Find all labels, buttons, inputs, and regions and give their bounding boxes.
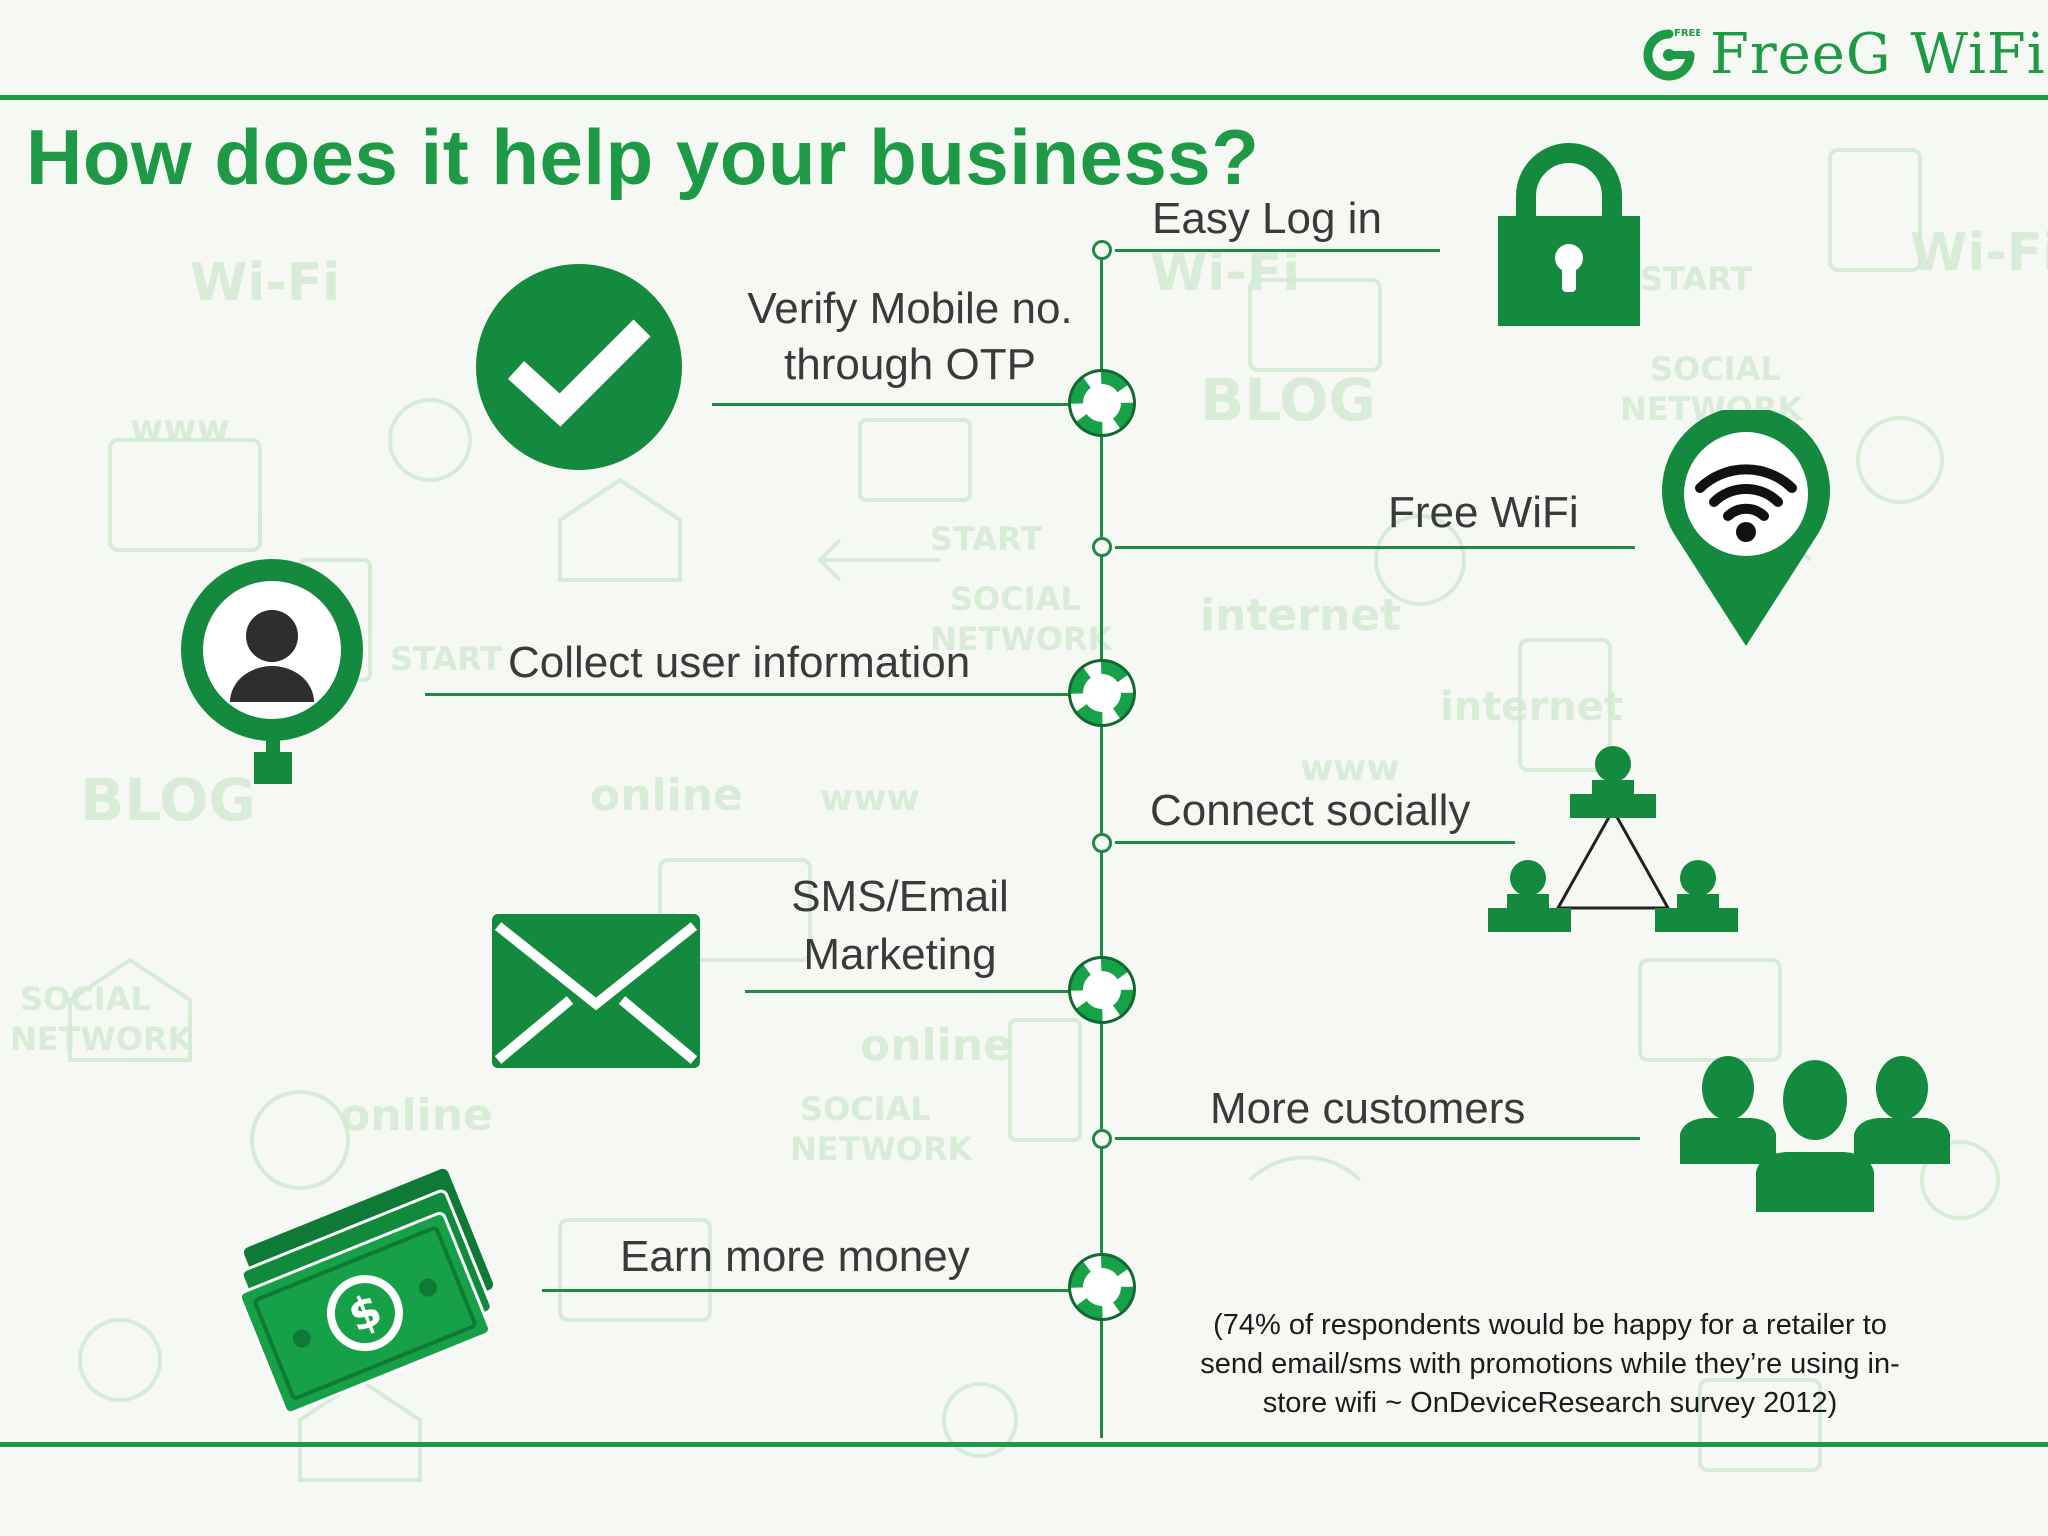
svg-text:www: www: [1300, 748, 1400, 789]
user-magnifier-icon: [181, 559, 363, 784]
feature-label-verify-mobile-line2: through OTP: [784, 340, 1036, 389]
svg-text:Wi-Fi: Wi-Fi: [1910, 223, 2048, 283]
feature-label-easy-login: Easy Log in: [1152, 194, 1382, 243]
svg-text:NETWORK: NETWORK: [10, 1020, 194, 1058]
svg-text:online: online: [860, 1020, 1013, 1071]
connector-earn-money: [542, 1289, 1072, 1292]
svg-text:BLOG: BLOG: [80, 766, 256, 834]
brand-logo: FREE FreeG WiFi: [1638, 22, 2046, 87]
svg-text:www: www: [130, 408, 230, 449]
timeline-node-earn-money: [1071, 1256, 1133, 1318]
timeline-node-collect-info: [1071, 662, 1133, 724]
feature-label-sms-email-line1: SMS/Email: [791, 872, 1009, 921]
freeg-logo-icon: FREE: [1643, 28, 1700, 80]
svg-text:online: online: [340, 1090, 493, 1141]
social-network-icon: [1488, 746, 1738, 932]
money-banknotes-icon: $: [238, 1168, 494, 1415]
timeline-node-easy-login: [1092, 240, 1112, 260]
envelope-icon: [492, 914, 700, 1068]
timeline-node-sms-email: [1071, 959, 1133, 1021]
connector-connect-socially: [1115, 841, 1515, 844]
group-people-icon: [1680, 1056, 1950, 1212]
feature-label-verify-mobile-line1: Verify Mobile no.: [747, 284, 1073, 333]
svg-text:START: START: [930, 520, 1042, 558]
checkmark-circle-icon: [476, 264, 682, 470]
connector-verify-mobile: [712, 403, 1072, 406]
brand-name: FreeG WiFi: [1710, 22, 2046, 87]
svg-text:NETWORK: NETWORK: [790, 1130, 974, 1168]
svg-text:SOCIAL: SOCIAL: [800, 1090, 931, 1128]
connector-easy-login: [1115, 249, 1440, 252]
feature-label-free-wifi: Free WiFi: [1388, 488, 1579, 537]
svg-text:NETWORK: NETWORK: [930, 620, 1114, 658]
connector-collect-info: [425, 693, 1072, 696]
svg-text:internet: internet: [1440, 684, 1623, 730]
feature-label-sms-email-line2: Marketing: [803, 930, 997, 979]
svg-text:Wi-Fi: Wi-Fi: [1150, 243, 1300, 303]
feature-label-collect-info: Collect user information: [508, 638, 971, 687]
svg-text:Wi-Fi: Wi-Fi: [190, 253, 340, 313]
svg-text:SOCIAL: SOCIAL: [1650, 350, 1781, 388]
feature-label-more-customers: More customers: [1210, 1084, 1526, 1133]
svg-text:SOCIAL: SOCIAL: [950, 580, 1081, 618]
svg-text:online: online: [590, 770, 743, 821]
svg-text:START: START: [390, 640, 502, 678]
timeline-node-verify-mobile: [1071, 372, 1133, 434]
footnote-line2: send email/sms with promotions while the…: [1200, 1348, 1900, 1380]
wifi-location-pin-icon: [1662, 410, 1830, 646]
survey-footnote: (74% of respondents would be happy for a…: [1140, 1306, 1960, 1423]
footer-divider: [0, 1442, 2048, 1447]
timeline-node-free-wifi: [1092, 537, 1112, 557]
timeline-node-more-customers: [1092, 1129, 1112, 1149]
footnote-line1: (74% of respondents would be happy for a…: [1213, 1309, 1887, 1341]
connector-more-customers: [1115, 1137, 1640, 1140]
svg-text:START: START: [1640, 260, 1752, 298]
page-title: How does it help your business?: [26, 113, 1260, 201]
feature-label-connect-socially: Connect socially: [1150, 786, 1471, 835]
padlock-icon: [1498, 143, 1640, 326]
svg-text:www: www: [820, 778, 920, 819]
feature-label-earn-money: Earn more money: [620, 1232, 970, 1281]
header-divider: [0, 95, 2048, 100]
connector-free-wifi: [1115, 546, 1635, 549]
svg-text:internet: internet: [1200, 590, 1401, 641]
svg-text:SOCIAL: SOCIAL: [20, 980, 151, 1018]
svg-text:BLOG: BLOG: [1200, 366, 1376, 434]
brand-badge: FREE: [1674, 28, 1700, 39]
footnote-line3: store wifi ~ OnDeviceResearch survey 201…: [1262, 1387, 1838, 1419]
connector-sms-email: [745, 990, 1072, 993]
timeline-node-connect-socially: [1092, 833, 1112, 853]
